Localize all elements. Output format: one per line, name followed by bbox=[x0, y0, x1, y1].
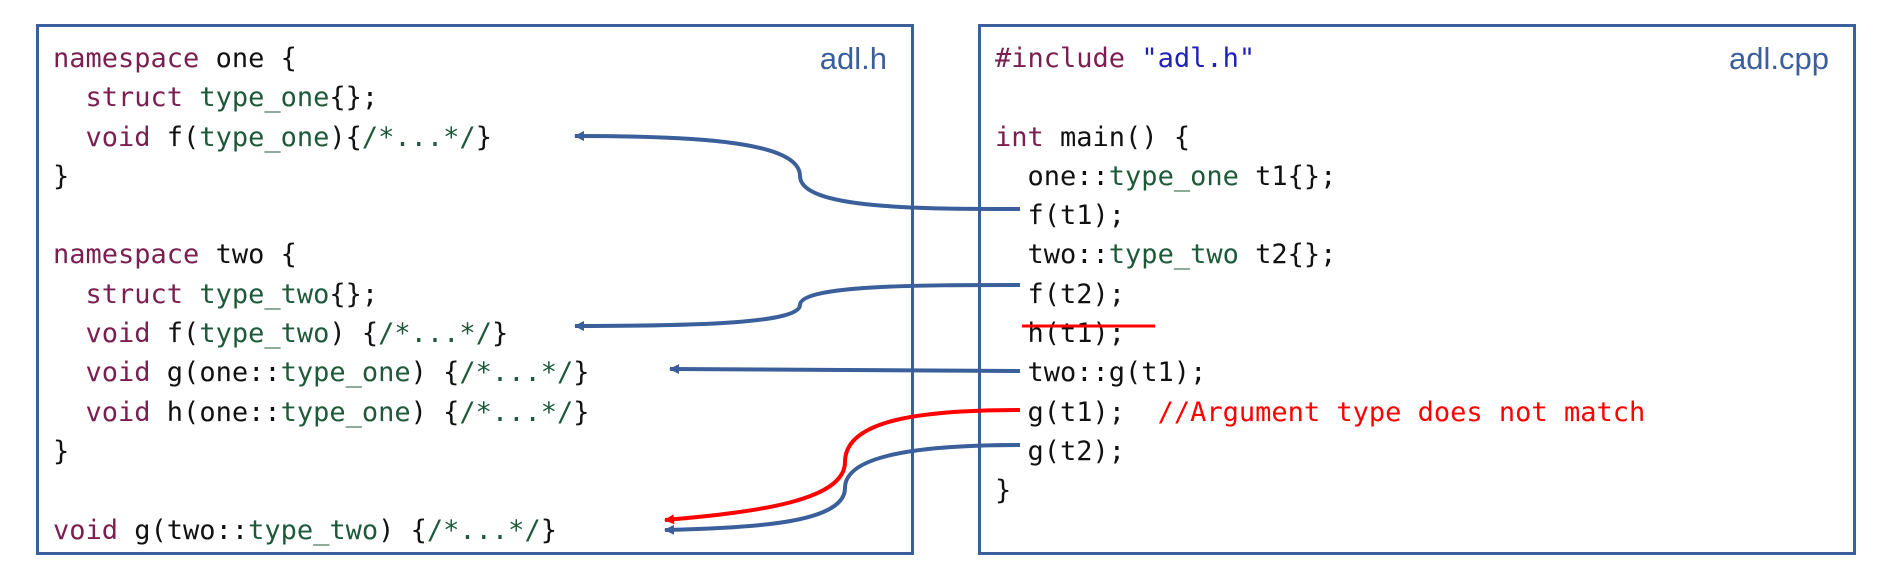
code-line: f(t2); bbox=[995, 278, 1126, 310]
code-line: #include "adl.h" bbox=[995, 43, 1256, 74]
code-line: two::g(t1); bbox=[995, 357, 1207, 389]
error-comment: //Argument type does not match bbox=[1157, 396, 1646, 428]
code-line: void f(type_one){/*...*/} bbox=[85, 121, 492, 153]
header-file-code: namespace one { struct type_one{}; void … bbox=[53, 39, 589, 550]
code-line: void h(one::type_one) {/*...*/} bbox=[85, 396, 590, 428]
code-line: g(t2); bbox=[995, 435, 1126, 467]
code-line: void f(type_two) {/*...*/} bbox=[85, 318, 509, 350]
code-line: } bbox=[53, 160, 70, 192]
header-file-panel: adl.h namespace one { struct type_one{};… bbox=[36, 24, 914, 555]
source-file-name: adl.cpp bbox=[1729, 41, 1829, 76]
code-line: namespace two { bbox=[53, 239, 297, 271]
code-line: int main() { bbox=[995, 121, 1191, 153]
code-line: two::type_two t2{}; bbox=[995, 239, 1337, 271]
code-line: struct type_two{}; bbox=[85, 278, 379, 310]
code-line: g(t1); //Argument type does not match bbox=[995, 396, 1646, 428]
source-file-code: #include "adl.h" int main() { one::type_… bbox=[995, 39, 1645, 511]
code-line: f(t1); bbox=[995, 200, 1126, 232]
header-file-name: adl.h bbox=[819, 41, 887, 76]
code-line: } bbox=[995, 475, 1012, 507]
code-line: one::type_one t1{}; bbox=[995, 160, 1337, 192]
code-line: void g(two::type_two) {/*...*/} bbox=[53, 514, 557, 546]
code-line: h(t1); bbox=[995, 318, 1126, 350]
source-file-panel: adl.cpp #include "adl.h" int main() { on… bbox=[978, 24, 1856, 555]
code-line: } bbox=[53, 435, 70, 467]
code-line: struct type_one{}; bbox=[85, 82, 379, 114]
code-line: namespace one { bbox=[53, 43, 297, 74]
code-line: void g(one::type_one) {/*...*/} bbox=[85, 357, 590, 389]
